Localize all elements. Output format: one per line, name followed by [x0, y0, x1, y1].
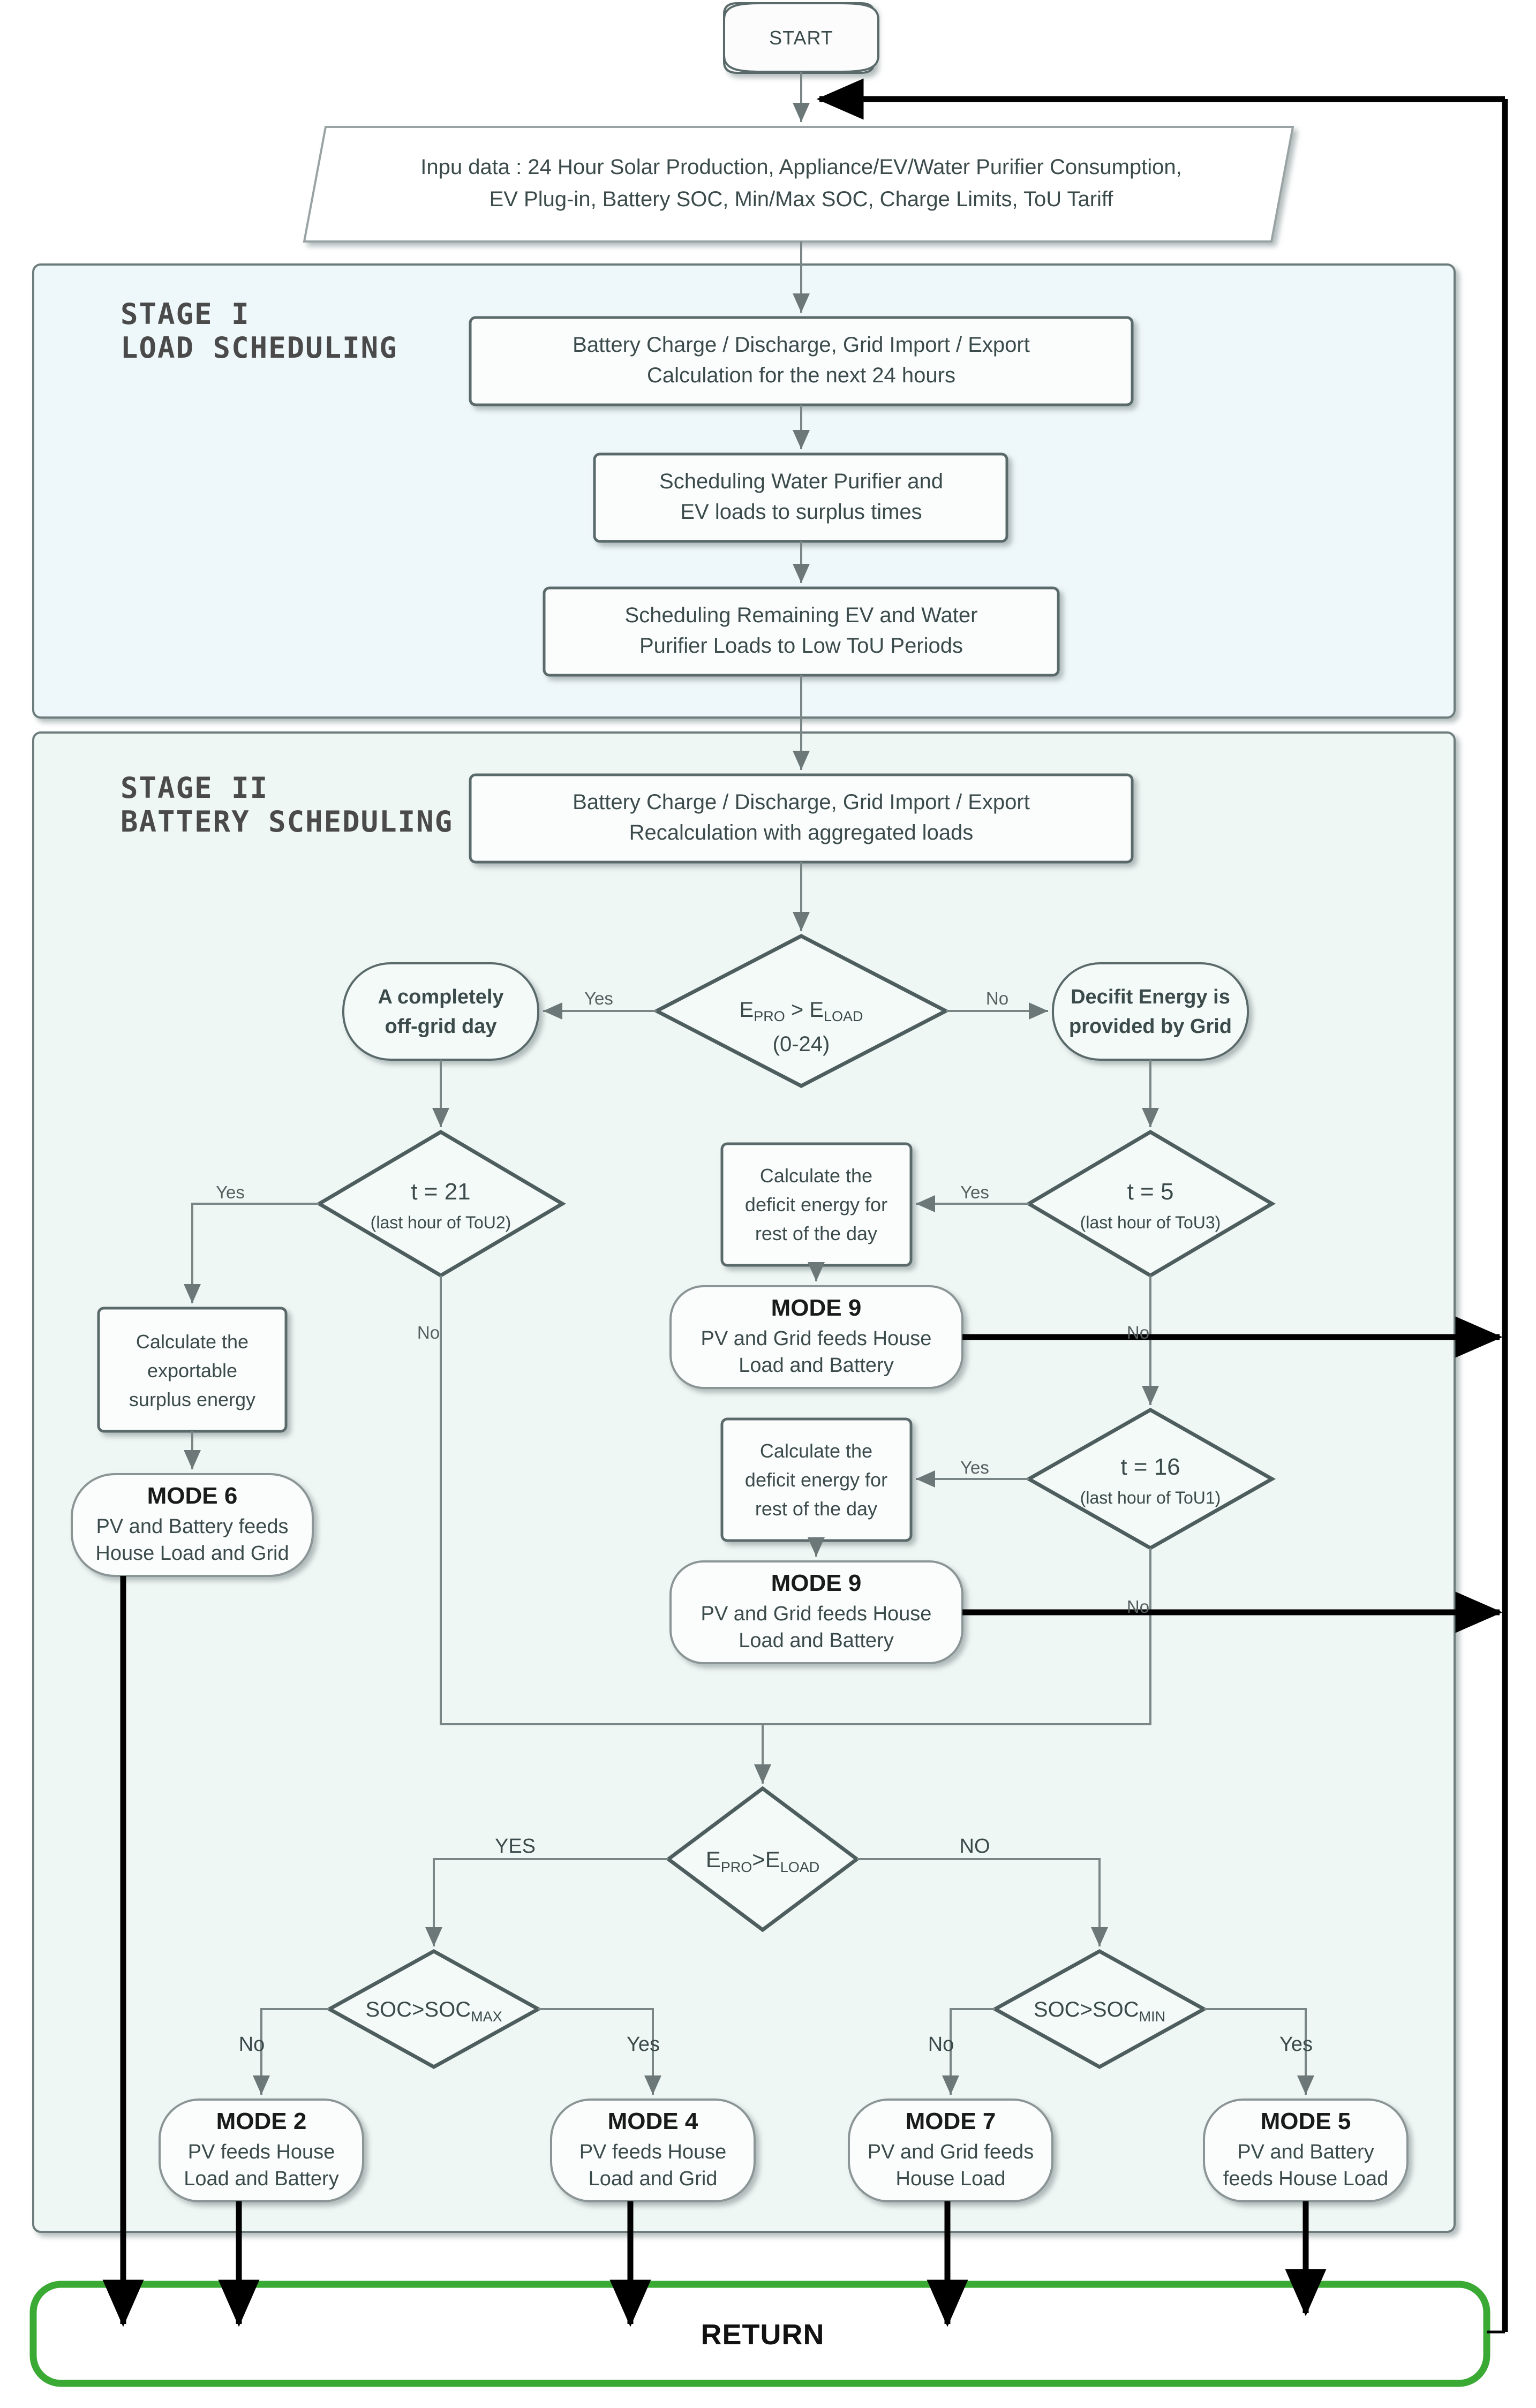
calc-deficit-node-a[interactable]: Calculate the deficit energy for rest of… — [720, 1142, 913, 1267]
stage1-step-2[interactable]: Scheduling Water Purifier and EV loads t… — [593, 452, 1008, 543]
calc-deficit-a-line3: rest of the day — [755, 1222, 877, 1244]
stage1-title-line2: LOAD SCHEDULING — [121, 331, 398, 365]
mode2-line1: PV feeds House — [188, 2141, 335, 2163]
calc-deficit-b-line3: rest of the day — [755, 1498, 877, 1520]
connectors — [184, 72, 1314, 2095]
calc-exportable-node[interactable]: Calculate the exportable surplus energy — [97, 1307, 288, 1433]
decision-main-expr: EPRO > ELOAD — [740, 998, 863, 1024]
calc-deficit-a-line1: Calculate the — [760, 1165, 872, 1187]
decision-t21[interactable]: t = 21 (last hour of ToU2) — [315, 1129, 566, 1278]
decision-soc-max[interactable]: SOC>SOCMAX — [325, 1949, 543, 2070]
input-data-node[interactable]: Inpu data : 24 Hour Solar Production, Ap… — [303, 126, 1294, 243]
offgrid-line1: A completely — [378, 986, 503, 1008]
mode4-title: MODE 4 — [608, 2108, 698, 2134]
offgrid-line2: off-grid day — [385, 1015, 497, 1038]
mode6-node[interactable]: MODE 6 PV and Battery feeds House Load a… — [71, 1473, 314, 1577]
stage2-recalc-line2: Recalculation with aggregated loads — [629, 821, 974, 844]
input-line1: Inpu data : 24 Hour Solar Production, Ap… — [420, 155, 1182, 179]
calc-exportable-line3: surplus energy — [129, 1388, 255, 1410]
mode6-line2: House Load and Grid — [95, 1542, 289, 1565]
mode7-node[interactable]: MODE 7 PV and Grid feeds House Load — [848, 2098, 1053, 2202]
mode2-line2: Load and Battery — [184, 2168, 338, 2190]
mode4-line2: Load and Grid — [589, 2168, 718, 2190]
stage1-step-3[interactable]: Scheduling Remaining EV and Water Purifi… — [543, 586, 1060, 677]
decision-lower-expr: EPRO>ELOAD — [706, 1847, 820, 1875]
stage2-recalc-line1: Battery Charge / Discharge, Grid Import … — [573, 790, 1030, 814]
calc-deficit-a-line2: deficit energy for — [745, 1194, 887, 1216]
mode7-line2: House Load — [896, 2168, 1006, 2190]
mode2-node[interactable]: MODE 2 PV feeds House Load and Battery — [159, 2098, 364, 2202]
mode6-line1: PV and Battery feeds — [96, 1515, 288, 1538]
mode9-b-title: MODE 9 — [771, 1570, 862, 1596]
t21-line2: (last hour of ToU2) — [371, 1213, 511, 1232]
stage1-step-2-line2: EV loads to surplus times — [680, 500, 922, 524]
t5-line1: t = 5 — [1127, 1179, 1174, 1205]
decision-soc-min[interactable]: SOC>SOCMIN — [991, 1949, 1208, 2070]
t5-line2: (last hour of ToU3) — [1080, 1213, 1221, 1232]
soc-min-expr: SOC>SOCMIN — [1034, 1998, 1165, 2025]
decision-t5[interactable]: t = 5 (last hour of ToU3) — [1025, 1129, 1276, 1278]
t16-line2: (last hour of ToU1) — [1080, 1488, 1221, 1507]
mode2-title: MODE 2 — [216, 2108, 307, 2134]
mode7-line1: PV and Grid feeds — [868, 2141, 1034, 2163]
calc-deficit-b-line1: Calculate the — [760, 1440, 872, 1462]
stage1-step-1[interactable]: Battery Charge / Discharge, Grid Import … — [469, 316, 1134, 406]
mode6-title: MODE 6 — [147, 1483, 238, 1509]
mode5-line2: feeds House Load — [1223, 2168, 1388, 2190]
mode9-a-line1: PV and Grid feeds House — [701, 1327, 932, 1350]
return-label: RETURN — [701, 2319, 825, 2351]
soc-max-expr: SOC>SOCMAX — [365, 1998, 502, 2025]
return-node[interactable]: RETURN — [29, 2281, 1490, 2387]
decision-epro-eload-lower[interactable]: EPRO>ELOAD — [665, 1786, 860, 1933]
mode5-line1: PV and Battery — [1237, 2141, 1374, 2163]
stage1-step-2-line1: Scheduling Water Purifier and — [659, 470, 943, 493]
mode5-node[interactable]: MODE 5 PV and Battery feeds House Load — [1203, 2098, 1409, 2202]
decision-main-range: (0-24) — [773, 1032, 830, 1056]
calc-exportable-line2: exportable — [147, 1360, 237, 1382]
mode5-title: MODE 5 — [1261, 2108, 1351, 2134]
stage2-title-line1: STAGE II — [121, 771, 268, 805]
offgrid-day-node[interactable]: A completely off-grid day — [342, 962, 539, 1061]
stage1-title-line1: STAGE I — [121, 297, 250, 331]
mode9-b-line1: PV and Grid feeds House — [701, 1603, 932, 1625]
stage1-step-1-line2: Calculation for the next 24 hours — [647, 364, 955, 387]
input-line2: EV Plug-in, Battery SOC, Min/Max SOC, Ch… — [490, 187, 1114, 211]
mode9-a-title: MODE 9 — [771, 1295, 862, 1321]
start-node[interactable]: START — [723, 2, 879, 74]
mode9-a-line2: Load and Battery — [739, 1354, 893, 1377]
decision-t16[interactable]: t = 16 (last hour of ToU1) — [1025, 1407, 1276, 1551]
mode4-node[interactable]: MODE 4 PV feeds House Load and Grid — [550, 2098, 756, 2202]
decision-epro-eload-main[interactable]: EPRO > ELOAD (0-24) — [652, 934, 950, 1088]
deficit-grid-line2: provided by Grid — [1069, 1015, 1232, 1038]
stage1-step-3-line2: Purifier Loads to Low ToU Periods — [639, 634, 963, 658]
bold-connectors — [102, 78, 1508, 2332]
deficit-grid-line1: Decifit Energy is — [1071, 986, 1230, 1008]
start-label: START — [769, 27, 833, 49]
calc-deficit-node-b[interactable]: Calculate the deficit energy for rest of… — [720, 1417, 913, 1542]
calc-exportable-line1: Calculate the — [136, 1331, 249, 1353]
mode9-node-b[interactable]: MODE 9 PV and Grid feeds House Load and … — [669, 1560, 963, 1664]
t21-line1: t = 21 — [411, 1179, 470, 1205]
mode9-node-a[interactable]: MODE 9 PV and Grid feeds House Load and … — [669, 1285, 963, 1389]
stage1-step-1-line1: Battery Charge / Discharge, Grid Import … — [573, 333, 1030, 357]
mode4-line1: PV feeds House — [579, 2141, 727, 2163]
mode7-title: MODE 7 — [906, 2108, 996, 2134]
mode9-b-line2: Load and Battery — [739, 1629, 893, 1652]
stage2-recalc-node[interactable]: Battery Charge / Discharge, Grid Import … — [469, 773, 1134, 864]
calc-deficit-b-line2: deficit energy for — [745, 1469, 887, 1491]
stage1-step-3-line1: Scheduling Remaining EV and Water — [625, 603, 978, 627]
deficit-grid-node[interactable]: Decifit Energy is provided by Grid — [1052, 962, 1249, 1061]
stage2-title-line2: BATTERY SCHEDULING — [121, 805, 453, 839]
t16-line1: t = 16 — [1120, 1454, 1180, 1480]
